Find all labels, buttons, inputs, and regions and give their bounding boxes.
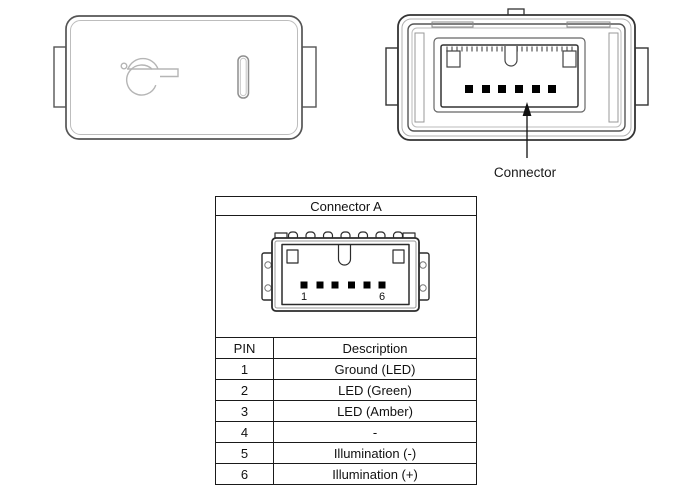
- callout-arrow: [522, 102, 532, 158]
- pin-description: -: [273, 422, 476, 443]
- pin-last-label: 6: [379, 291, 385, 303]
- pin-number: 5: [240, 445, 249, 461]
- rear-clip-left: [414, 32, 425, 123]
- pin-description: Illumination (-): [273, 443, 476, 464]
- table-row: 3 LED (Amber): [216, 400, 476, 422]
- connector-key-left: [446, 50, 461, 68]
- table-row: 6 Illumination (+): [216, 463, 476, 484]
- pin-number: 4: [240, 424, 249, 440]
- pin-description: LED (Green): [273, 380, 476, 401]
- rear-clip-right: [608, 32, 619, 123]
- description-column-header: Description: [273, 338, 476, 359]
- switch-symbol-icon: [120, 57, 179, 96]
- pin-description: Illumination (+): [273, 464, 476, 484]
- pin-description: Ground (LED): [273, 359, 476, 380]
- rear-top-rib-left: [431, 21, 474, 28]
- table-row: 1 Ground (LED): [216, 358, 476, 380]
- connector-opening: [440, 44, 579, 108]
- rear-frame-outline: [407, 23, 626, 132]
- connector-opening: [281, 244, 410, 306]
- connector-pins: [300, 281, 386, 289]
- connector-body-inner-line: [274, 240, 417, 309]
- connector-table: Connector A: [215, 196, 477, 485]
- pin-number: 6: [240, 466, 249, 482]
- connector-a-drawing: 1 6: [261, 231, 430, 313]
- front-body-inner-line: [70, 20, 298, 135]
- front-body-outline: [65, 15, 303, 140]
- connector-key-right: [562, 50, 577, 68]
- connector-callout-label: Connector: [493, 165, 557, 180]
- front-right-tab: [301, 46, 317, 108]
- connector-center-latch: [337, 245, 352, 266]
- indicator-slot: [237, 55, 250, 99]
- pin-number: 3: [240, 403, 249, 419]
- pin-number: 1: [240, 361, 249, 377]
- rear-left-tab: [385, 47, 399, 106]
- pin-description: LED (Amber): [273, 401, 476, 422]
- table-header-row: PIN Description: [216, 337, 476, 359]
- connector-key-right: [392, 249, 405, 264]
- switch-front-view: [53, 15, 317, 140]
- connector-pins: [465, 85, 556, 93]
- pin-column-header: PIN: [233, 340, 256, 356]
- rear-right-tab: [634, 47, 649, 106]
- rear-top-rib-right: [566, 21, 611, 28]
- front-left-tab: [53, 46, 67, 108]
- table-row: 2 LED (Green): [216, 379, 476, 401]
- connector-center-latch: [504, 46, 518, 67]
- connector-figure-cell: 1 6: [216, 216, 476, 337]
- connector-key-left: [286, 249, 299, 264]
- connector-side-ears: [261, 252, 430, 302]
- switch-rear-view: [385, 8, 649, 158]
- connector-table-title: Connector A: [216, 197, 476, 217]
- table-row: 5 Illumination (-): [216, 442, 476, 464]
- pin-first-label: 1: [301, 291, 307, 303]
- rear-body-inner-line: [401, 18, 632, 137]
- connector-flange: [433, 37, 586, 113]
- table-row: 4 -: [216, 421, 476, 443]
- pin-number: 2: [240, 382, 249, 398]
- rear-frame-inner-line: [411, 27, 622, 128]
